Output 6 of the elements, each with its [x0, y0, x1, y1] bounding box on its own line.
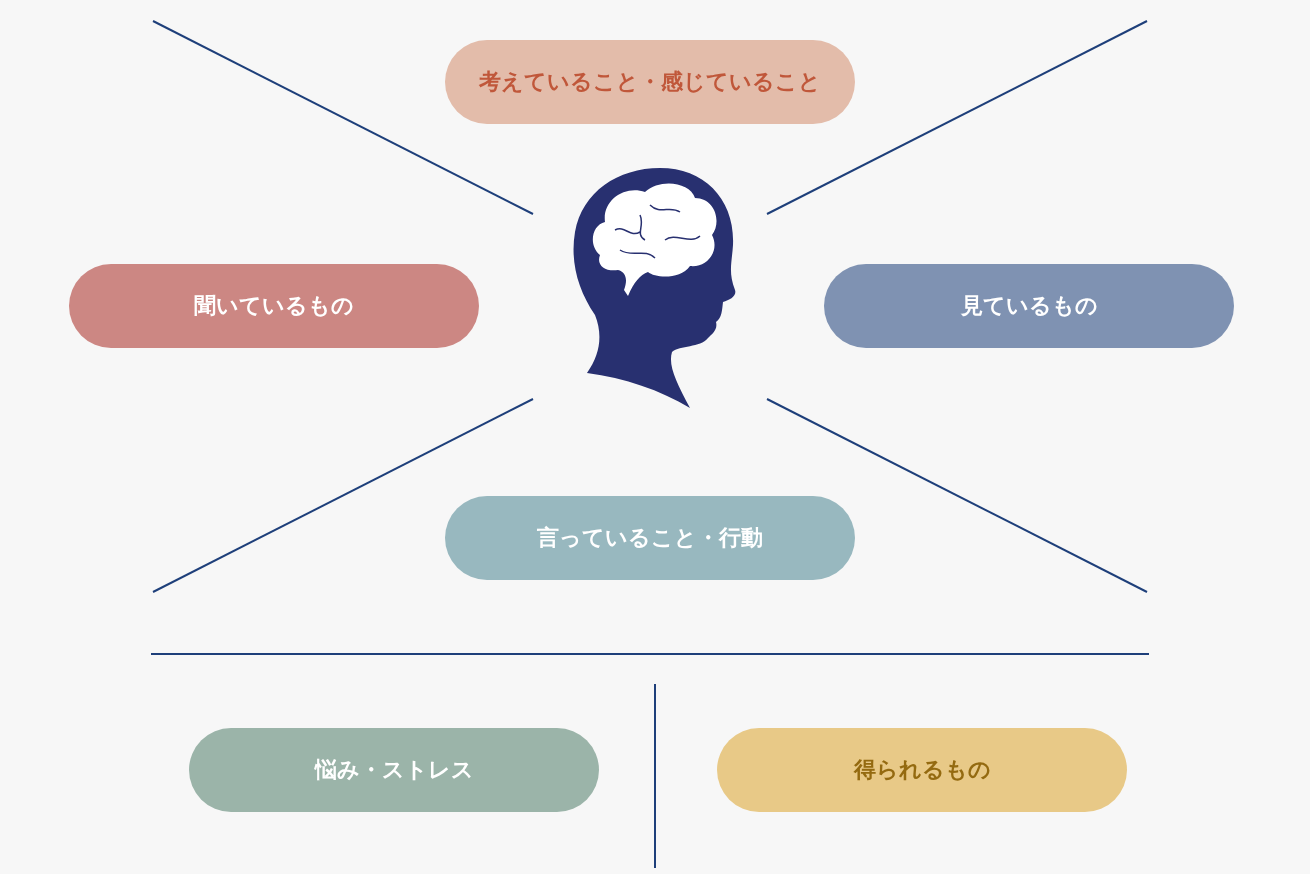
category-label: 考えていること・感じていること: [479, 68, 821, 96]
category-label: 聞いているもの: [194, 292, 354, 320]
category-label: 見ているもの: [960, 292, 1098, 320]
category-label: 言っていること・行動: [537, 524, 763, 552]
category-label: 得られるもの: [853, 756, 991, 784]
category-label: 悩み・ストレス: [314, 756, 474, 784]
